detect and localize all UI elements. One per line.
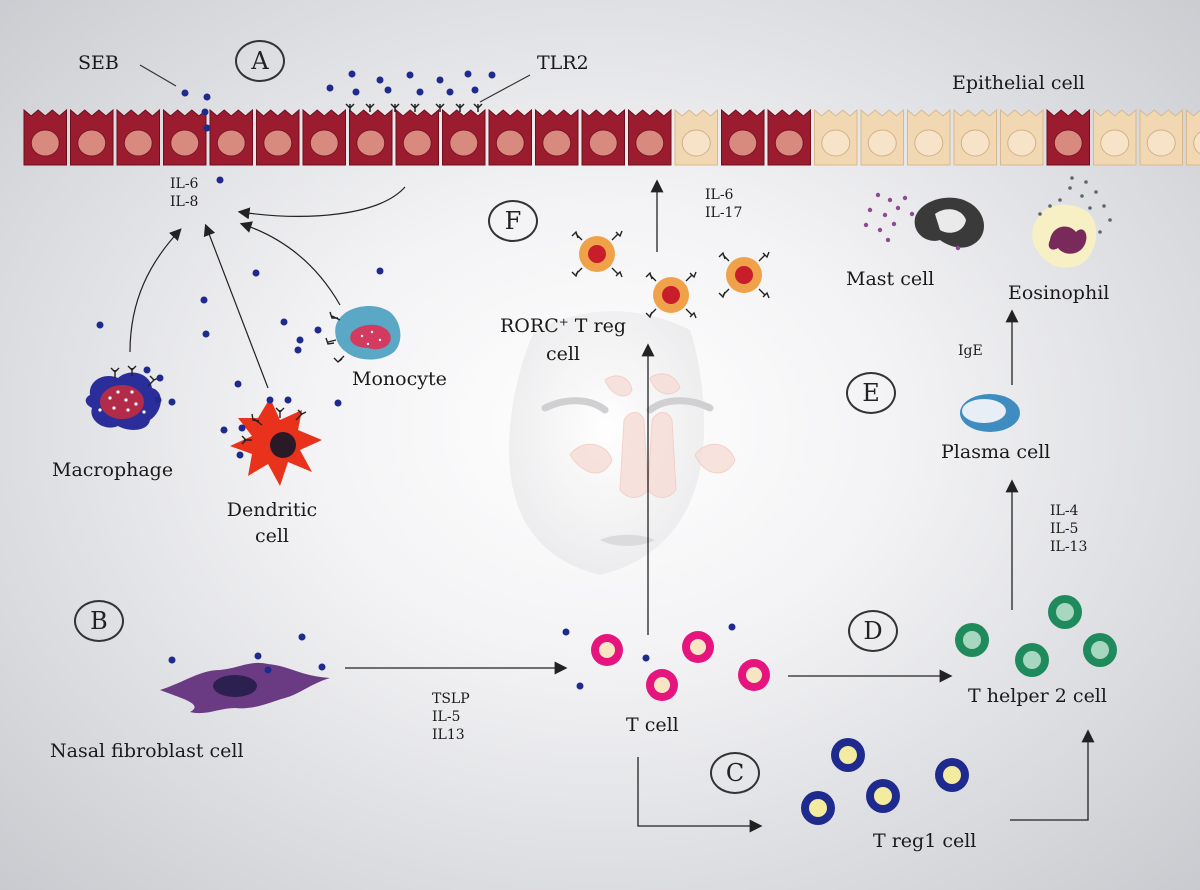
epithelial-nucleus: [1007, 129, 1037, 157]
epithelial-nucleus: [914, 129, 944, 157]
epithelial-nucleus: [867, 129, 897, 157]
th2-label: T helper 2 cell: [968, 685, 1107, 707]
seb-label: SEB: [78, 52, 119, 74]
arrow-epithelium-to-il: [237, 186, 406, 220]
epithelial-nucleus: [681, 129, 711, 157]
epithelial-nucleus: [216, 129, 246, 157]
monocyte-label: Monocyte: [352, 368, 447, 390]
face-illustration: [509, 311, 736, 575]
epithelial-nucleus: [123, 129, 153, 157]
macrophage-cell: [85, 365, 176, 430]
epithelial-nucleus: [309, 129, 339, 157]
step-e-letter: E: [862, 379, 880, 407]
epithelial-nucleus: [402, 129, 432, 157]
il6-il8-label: IL-6 IL-8: [170, 176, 199, 210]
epithelial-nucleus: [1053, 129, 1083, 157]
il4-il5-il13-label: IL-4 IL-5 IL-13: [1050, 503, 1088, 555]
treg1-label: T reg1 cell: [873, 830, 977, 852]
epithelial-nucleus: [495, 129, 525, 157]
epithelial-nucleus: [30, 129, 60, 157]
epithelial-layer: [23, 108, 1200, 166]
plasma-cell: [960, 394, 1020, 432]
epithelial-nucleus: [77, 129, 107, 157]
tlr2-receptors: [345, 103, 483, 112]
step-d-letter: D: [863, 617, 883, 645]
epithelial-nucleus: [542, 129, 572, 157]
epithelial-nucleus: [449, 129, 479, 157]
ige-label: IgE: [958, 343, 983, 359]
epithelial-nucleus: [728, 129, 758, 157]
rorc-treg-label: RORC⁺ T reg cell: [500, 315, 626, 365]
t-cell-label: T cell: [626, 714, 679, 736]
epithelial-nucleus: [170, 129, 200, 157]
th2-cells: [955, 595, 1117, 677]
nasal-fibroblast-label: Nasal fibroblast cell: [50, 740, 244, 762]
step-c-letter: C: [725, 759, 745, 787]
tlr2-pointer: [479, 74, 531, 103]
step-d-circle: D: [848, 610, 898, 652]
step-c-circle: C: [710, 752, 760, 794]
nasal-fibroblast-cell: [160, 633, 330, 714]
arrow-treg1-to-th2: [1010, 729, 1095, 821]
epithelial-cell-label: Epithelial cell: [952, 72, 1085, 94]
epithelial-nucleus: [588, 129, 618, 157]
step-b-circle: B: [74, 600, 124, 642]
arrow-monocyte-to-il: [239, 221, 341, 306]
tslp-il5-il13-label: TSLP IL-5 IL13: [432, 691, 470, 743]
epithelial-nucleus: [263, 129, 293, 157]
monocyte-cell: [325, 306, 401, 363]
epithelial-nucleus: [1100, 129, 1130, 157]
plasma-cell-label: Plasma cell: [941, 441, 1051, 463]
il6-il17-label: IL-6 IL-17: [705, 187, 743, 221]
arrow-dendritic-to-il: [203, 223, 269, 389]
macrophage-label: Macrophage: [52, 459, 174, 481]
step-a-circle: A: [235, 40, 285, 82]
epithelial-nucleus: [1193, 131, 1200, 155]
step-a-letter: A: [251, 47, 269, 75]
epithelial-nucleus: [356, 129, 386, 157]
dendritic-cell: [220, 396, 322, 486]
seb-pointer: [139, 64, 177, 87]
tlr2-label: TLR2: [537, 52, 589, 74]
mast-cell-label: Mast cell: [846, 268, 935, 290]
epithelial-nucleus: [1146, 129, 1176, 157]
epithelial-nucleus: [960, 129, 990, 157]
seb-particles: [96, 70, 496, 407]
epithelial-nucleus: [821, 129, 851, 157]
treg1-cells: [801, 738, 969, 825]
epithelial-nucleus: [774, 129, 804, 157]
t-cell-cluster: [562, 623, 770, 701]
step-b-letter: B: [90, 607, 108, 635]
epithelial-nucleus: [635, 129, 665, 157]
arrow-tcell-to-treg1: [637, 757, 763, 833]
dendritic-cell-label: Dendritic cell: [226, 499, 318, 547]
arrow-macrophage-to-il: [129, 228, 182, 353]
eosinophil-label: Eosinophil: [1008, 282, 1110, 304]
eosinophil-cell: [1032, 176, 1112, 268]
step-f-circle: F: [488, 200, 538, 242]
step-f-letter: F: [504, 207, 522, 235]
step-e-circle: E: [846, 372, 896, 414]
rorc-treg-cells: [571, 230, 770, 319]
mast-cell: [863, 192, 985, 251]
